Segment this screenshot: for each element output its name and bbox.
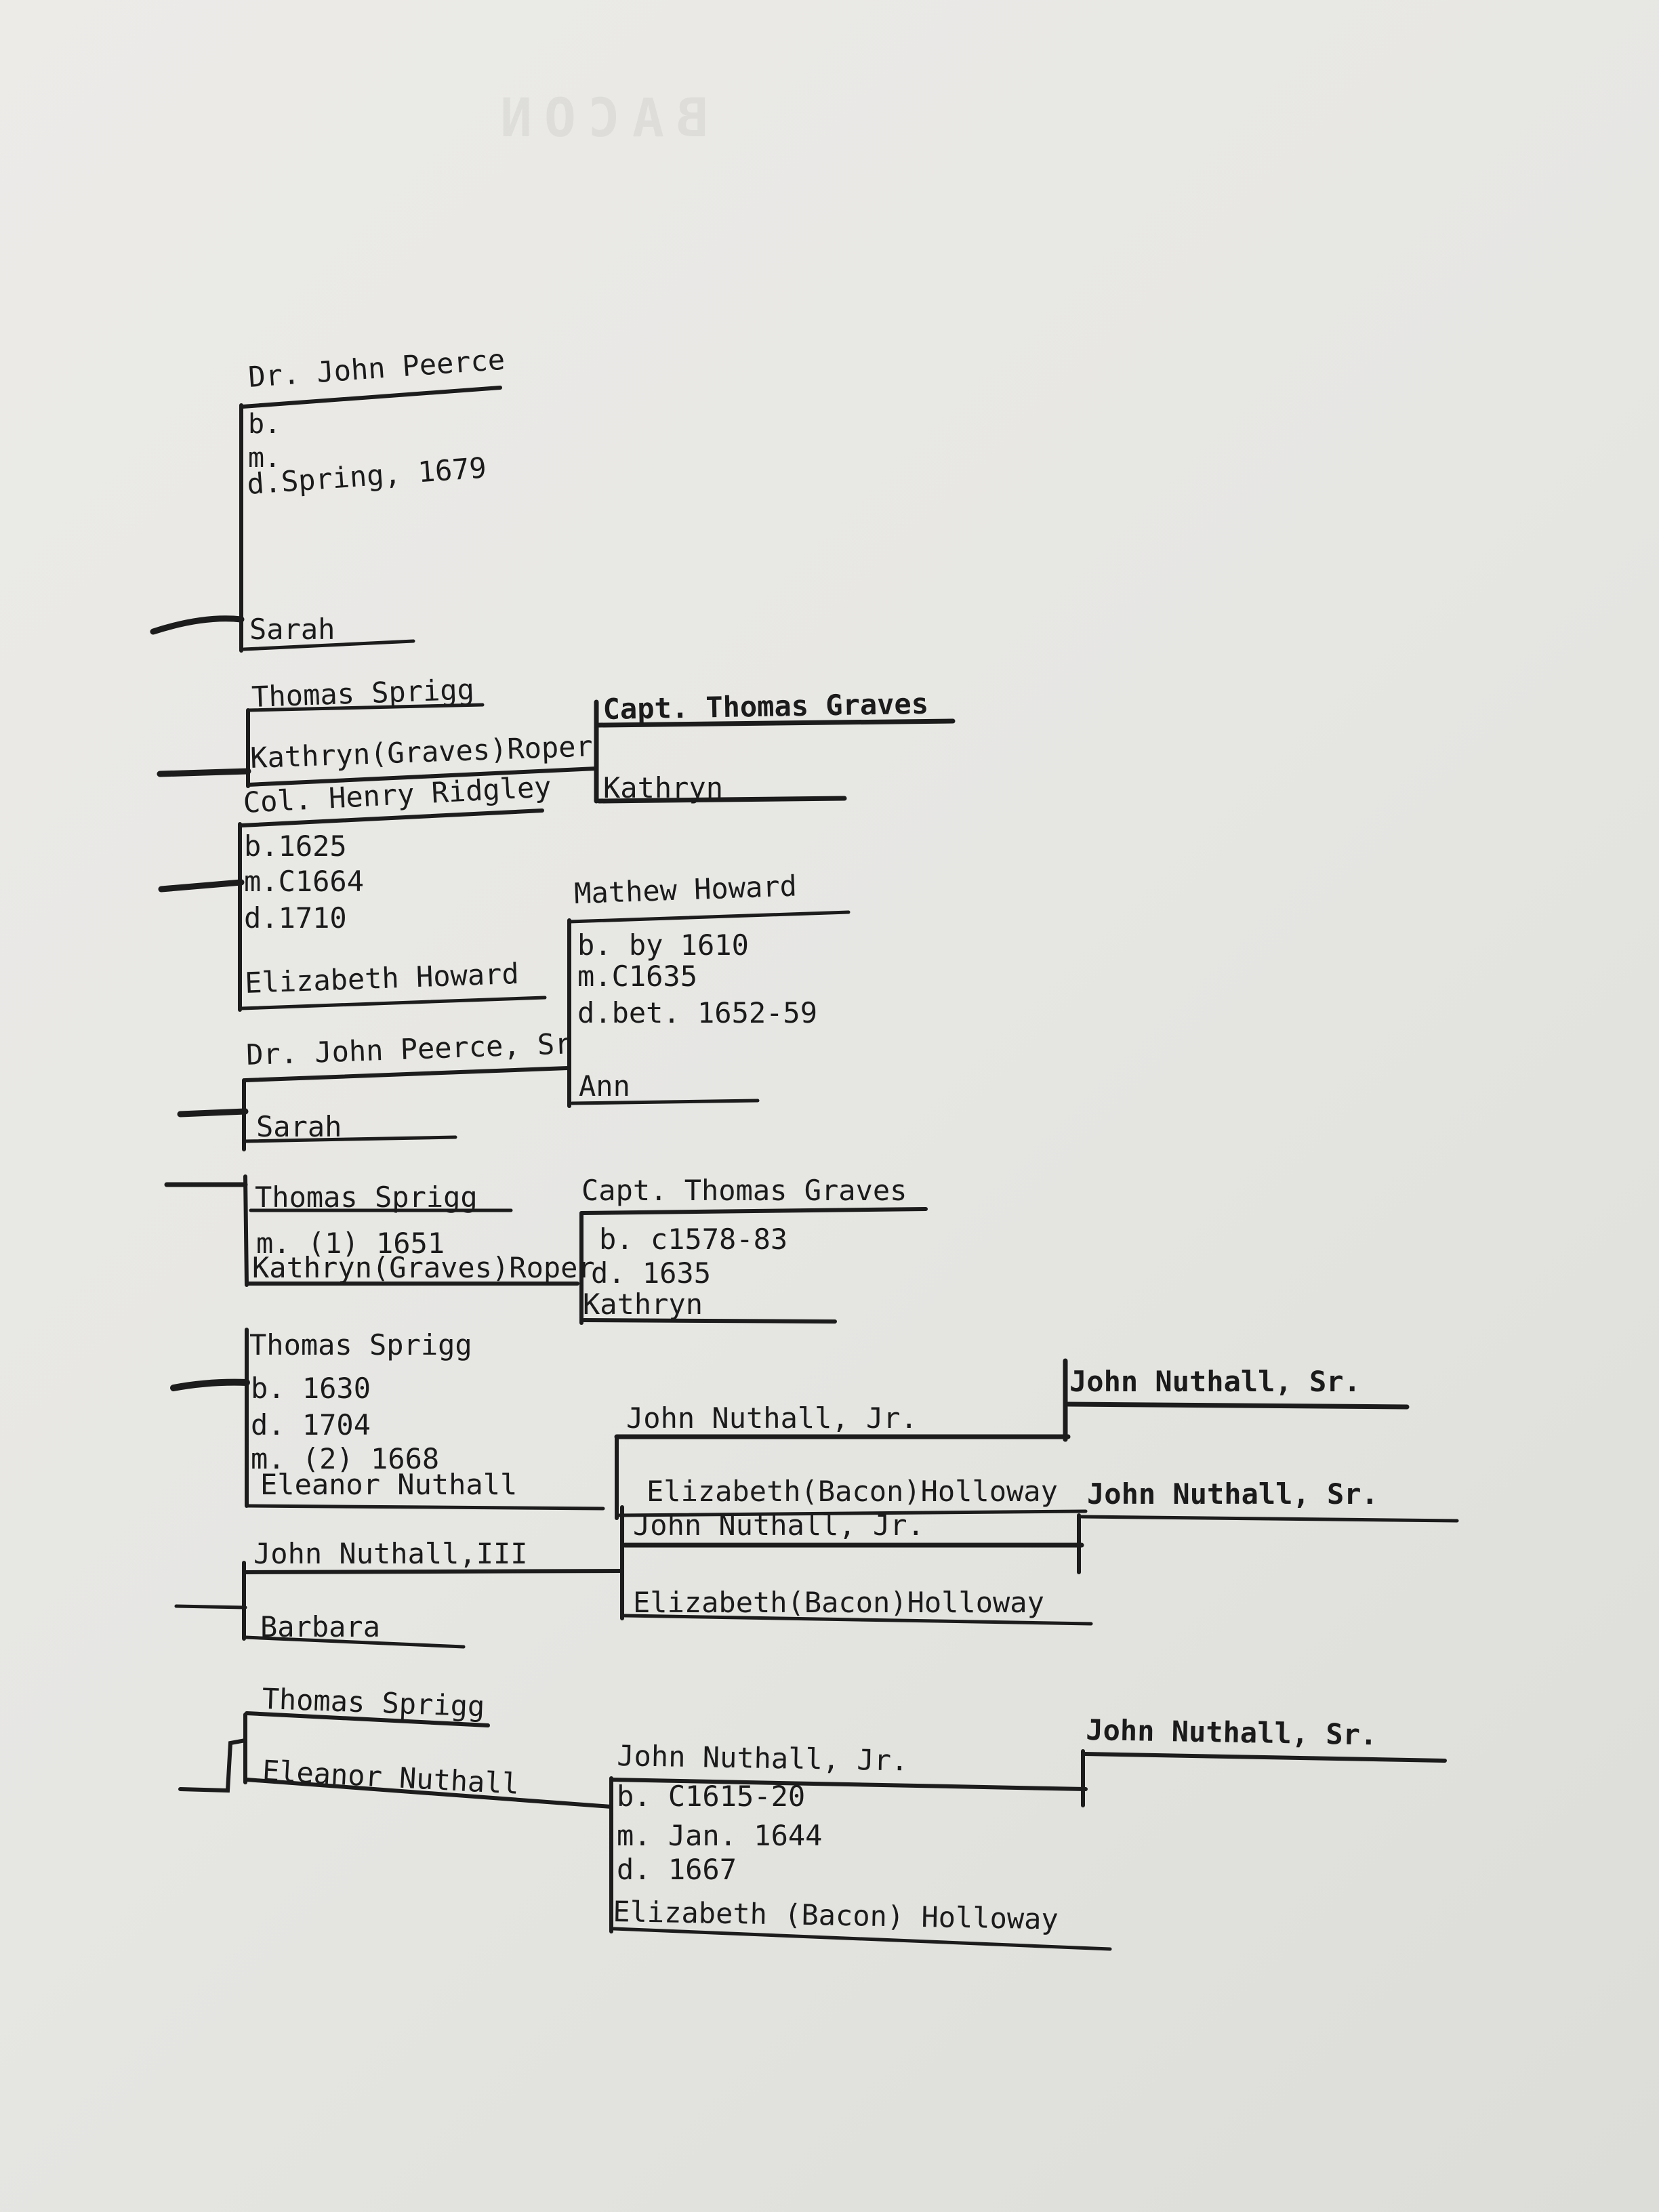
person-name: John Nuthall, Jr. <box>633 1509 924 1542</box>
connector-line <box>177 1108 249 1118</box>
person-name: Thomas Sprigg <box>251 672 475 714</box>
birth-date: b. c1578-83 <box>599 1223 788 1256</box>
connector-line <box>609 1778 1088 1791</box>
birth-date: b. C1615-20 <box>617 1780 806 1813</box>
person-name: Sarah <box>249 613 335 646</box>
connector-line <box>596 718 956 728</box>
connector-line <box>1082 1752 1447 1763</box>
person-name: John Nuthall, Sr. <box>1069 1365 1361 1398</box>
death-date: d. 1704 <box>251 1408 371 1441</box>
connector-line <box>246 1504 605 1511</box>
connector-line <box>570 1099 760 1105</box>
death-date: d.bet. 1652-59 <box>577 996 818 1029</box>
marriage-date: m. Jan. 1644 <box>617 1819 823 1852</box>
person-name: John Nuthall, Jr. <box>626 1401 918 1435</box>
person-name: John Nuthall, Sr. <box>1087 1477 1378 1511</box>
connector-line <box>239 808 544 827</box>
connector-line <box>243 1635 466 1649</box>
death-date: d.1710 <box>244 901 347 935</box>
person-name: Kathryn(Graves)Roper <box>252 1251 595 1284</box>
death-date: d. 1635 <box>591 1256 712 1290</box>
connector-line <box>174 1604 247 1610</box>
connector-line <box>178 1738 247 1793</box>
birth-date: b.1625 <box>244 830 347 863</box>
connector-line <box>1080 1515 1459 1523</box>
connector-line <box>623 1614 1093 1626</box>
connector-line <box>579 1207 928 1215</box>
connector-line <box>158 879 245 893</box>
person-name: Elizabeth(Bacon)Holloway <box>633 1586 1044 1619</box>
connector-line <box>612 1927 1112 1951</box>
person-name: Capt. Thomas Graves <box>602 687 929 726</box>
connector-line <box>243 1569 624 1574</box>
person-name: John Nuthall,III <box>253 1537 528 1570</box>
connector-line <box>567 910 851 924</box>
person-name: John Nuthall, Sr. <box>1085 1713 1378 1752</box>
connector-line <box>245 1778 613 1809</box>
connector-line <box>170 1378 250 1391</box>
connector-line <box>617 1509 1088 1517</box>
person-name: Thomas Sprigg <box>261 1682 486 1723</box>
person-name: Kathryn <box>583 1288 703 1321</box>
marriage-date: m.C1664 <box>244 865 365 898</box>
person-name: Elizabeth (Bacon) Holloway <box>612 1895 1059 1936</box>
connector-line <box>243 1135 457 1143</box>
connector-line <box>150 615 245 635</box>
marriage-date: m. <box>248 443 281 474</box>
person-name: Kathryn <box>603 771 724 804</box>
death-date: d. 1667 <box>617 1853 737 1886</box>
person-name: Ann <box>579 1069 630 1103</box>
person-name: John Nuthall, Jr. <box>616 1739 909 1778</box>
person-name: Elizabeth(Bacon)Holloway <box>647 1475 1058 1508</box>
person-name: Mathew Howard <box>573 869 798 910</box>
connector-line <box>245 1711 490 1727</box>
connector-line <box>1065 1401 1410 1410</box>
connector-line <box>242 639 415 651</box>
marriage-date: m.C1635 <box>577 960 698 993</box>
marriage-date: m. (1) 1651 <box>256 1227 445 1260</box>
person-name: Eleanor Nuthall <box>260 1468 518 1501</box>
person-name: Sarah <box>256 1110 342 1143</box>
connector-line <box>582 1318 837 1324</box>
person-name: Capt. Thomas Graves <box>581 1174 907 1207</box>
connector-line <box>239 996 547 1010</box>
person-name: Thomas Sprigg <box>249 1328 472 1361</box>
person-name: Thomas Sprigg <box>255 1181 478 1214</box>
connector-line <box>246 703 485 712</box>
birth-date: b. 1630 <box>251 1372 371 1405</box>
connector-line <box>596 796 847 804</box>
connector-line <box>157 768 251 777</box>
birth-date: b. <box>248 409 281 440</box>
marriage-date: m. (2) 1668 <box>251 1442 440 1475</box>
connector-line <box>243 1174 249 1287</box>
connector-line <box>246 766 598 787</box>
connector-line <box>241 386 502 409</box>
birth-date: b. by 1610 <box>577 928 749 962</box>
person-name: Barbara <box>260 1610 381 1643</box>
connector-line <box>243 1066 570 1082</box>
